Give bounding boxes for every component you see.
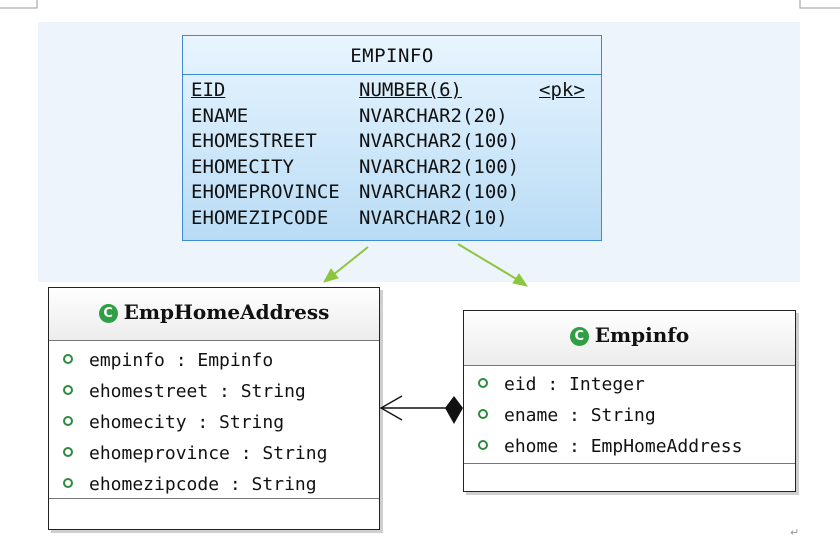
uml-class-empinfo[interactable]: C Empinfo eid : Integer ename : String eh…	[463, 310, 796, 492]
uml-attributes: eid : Integer ename : String ehome : Emp…	[464, 366, 795, 464]
er-column-type: NVARCHAR2(100)	[359, 155, 520, 178]
uml-attribute-text: ehomezipcode : String	[89, 474, 317, 495]
mapping-arrow-left	[322, 246, 369, 283]
mapping-arrow-right	[457, 243, 529, 287]
uml-attribute: empinfo : Empinfo	[49, 345, 379, 376]
uml-attribute-text: ehome : EmpHomeAddress	[504, 436, 743, 457]
uml-class-header: C Empinfo	[464, 311, 795, 366]
uml-attribute-text: ehomestreet : String	[89, 381, 306, 402]
uml-attribute: ename : String	[464, 400, 795, 431]
er-row: EHOMEZIPCODE NVARCHAR2(10)	[183, 207, 601, 233]
er-column-name: EHOMESTREET	[191, 130, 317, 152]
composition-diamond	[445, 396, 463, 424]
public-field-icon	[63, 478, 73, 488]
navigability-arrowhead	[379, 395, 403, 421]
class-icon: C	[569, 327, 589, 346]
composition-association	[379, 395, 463, 424]
er-column-type: NVARCHAR2(10)	[359, 206, 508, 229]
public-field-icon	[478, 440, 488, 450]
er-row: ENAME NVARCHAR2(20)	[183, 105, 601, 131]
er-column-type: NVARCHAR2(100)	[359, 130, 520, 152]
uml-class-name: EmpHomeAddress	[123, 300, 330, 324]
public-field-icon	[478, 378, 488, 388]
uml-attribute: ehomezipcode : String	[49, 469, 379, 500]
er-row: EHOMEPROVINCE NVARCHAR2(100)	[183, 181, 601, 207]
public-field-icon	[63, 447, 73, 457]
uml-class-name: Empinfo	[594, 323, 690, 347]
corner-mark-right	[799, 0, 840, 9]
er-column-name: EHOMEZIPCODE	[191, 206, 329, 229]
public-field-icon	[63, 416, 73, 426]
er-primary-key-marker: <pk>	[539, 79, 585, 101]
public-field-icon	[63, 385, 73, 395]
uml-attribute-text: ehomeprovince : String	[89, 443, 328, 464]
er-column-name: ENAME	[191, 104, 249, 127]
er-column-type: NUMBER(6)	[359, 79, 462, 101]
er-table-rows: EID NUMBER(6) <pk> ENAME NVARCHAR2(20) E…	[183, 75, 601, 232]
class-icon: C	[98, 304, 118, 323]
corner-mark-left	[0, 0, 38, 9]
uml-attribute-text: eid : Integer	[504, 374, 645, 395]
uml-attribute: ehome : EmpHomeAddress	[464, 431, 795, 462]
er-column-type: NVARCHAR2(100)	[359, 181, 520, 203]
er-row: EHOMESTREET NVARCHAR2(100)	[183, 130, 601, 156]
uml-attributes: empinfo : Empinfo ehomestreet : String e…	[49, 341, 379, 499]
uml-attribute: ehomeprovince : String	[49, 438, 379, 469]
er-row: EHOMECITY NVARCHAR2(100)	[183, 156, 601, 182]
public-field-icon	[478, 409, 488, 419]
return-mark: ↵	[790, 526, 800, 539]
uml-attribute: eid : Integer	[464, 369, 795, 400]
uml-attribute: ehomecity : String	[49, 407, 379, 438]
er-column-type: NVARCHAR2(20)	[359, 104, 508, 127]
er-row: EID NUMBER(6) <pk>	[183, 79, 601, 105]
uml-attribute-text: empinfo : Empinfo	[89, 350, 274, 371]
er-column-name: EHOMEPROVINCE	[191, 181, 340, 203]
uml-attribute-text: ename : String	[504, 405, 656, 426]
public-field-icon	[63, 354, 73, 364]
uml-attribute-text: ehomecity : String	[89, 412, 285, 433]
uml-class-header: C EmpHomeAddress	[49, 288, 379, 341]
er-column-name: EID	[191, 79, 226, 101]
er-table-empinfo[interactable]: EMPINFO EID NUMBER(6) <pk> ENAME NVARCHA…	[182, 35, 602, 241]
uml-class-emphomeaddress[interactable]: C EmpHomeAddress empinfo : Empinfo ehomes…	[48, 287, 380, 530]
er-column-name: EHOMECITY	[191, 155, 294, 178]
er-table-title: EMPINFO	[183, 36, 601, 75]
uml-attribute: ehomestreet : String	[49, 376, 379, 407]
